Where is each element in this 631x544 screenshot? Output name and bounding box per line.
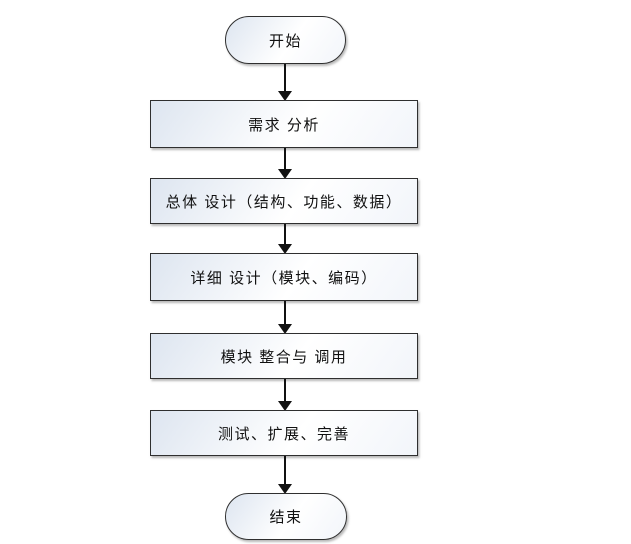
node-label-module-integration: 模块 整合与 调用 — [220, 348, 348, 366]
flowchart-node-requirements-analysis: 需求 分析 — [150, 100, 418, 148]
node-label-overall-design: 总体 设计（结构、功能、数据） — [165, 193, 403, 211]
arrow-line — [284, 456, 286, 484]
connector-arrow-step5-to-end — [278, 456, 292, 494]
connector-arrow-step2-to-step3 — [278, 224, 292, 254]
arrow-down-icon — [278, 324, 292, 334]
arrow-line — [284, 301, 286, 324]
flowchart-node-end: 结束 — [225, 493, 347, 540]
node-label-testing-improvement: 测试、扩展、完善 — [217, 425, 350, 443]
arrow-down-icon — [278, 91, 292, 101]
flowchart-node-start: 开始 — [225, 16, 346, 64]
node-label-detailed-design: 详细 设计（模块、编码） — [190, 269, 378, 287]
node-label-start: 开始 — [268, 32, 302, 50]
connector-arrow-start-to-step1 — [278, 64, 292, 101]
arrow-line — [284, 148, 286, 169]
arrow-line — [284, 224, 286, 244]
arrow-down-icon — [278, 484, 292, 494]
connector-arrow-step3-to-step4 — [278, 301, 292, 334]
arrow-line — [284, 64, 286, 91]
arrow-down-icon — [278, 244, 292, 254]
arrow-line — [284, 379, 286, 401]
flowchart-node-detailed-design: 详细 设计（模块、编码） — [150, 253, 418, 301]
arrow-down-icon — [278, 401, 292, 411]
flowchart-node-testing-improvement: 测试、扩展、完善 — [150, 410, 418, 456]
node-label-requirements-analysis: 需求 分析 — [248, 116, 320, 134]
arrow-down-icon — [278, 169, 292, 179]
flowchart-node-overall-design: 总体 设计（结构、功能、数据） — [150, 178, 418, 224]
connector-arrow-step1-to-step2 — [278, 148, 292, 179]
node-label-end: 结束 — [269, 509, 303, 526]
connector-arrow-step4-to-step5 — [278, 379, 292, 411]
flowchart-node-module-integration: 模块 整合与 调用 — [150, 333, 418, 379]
